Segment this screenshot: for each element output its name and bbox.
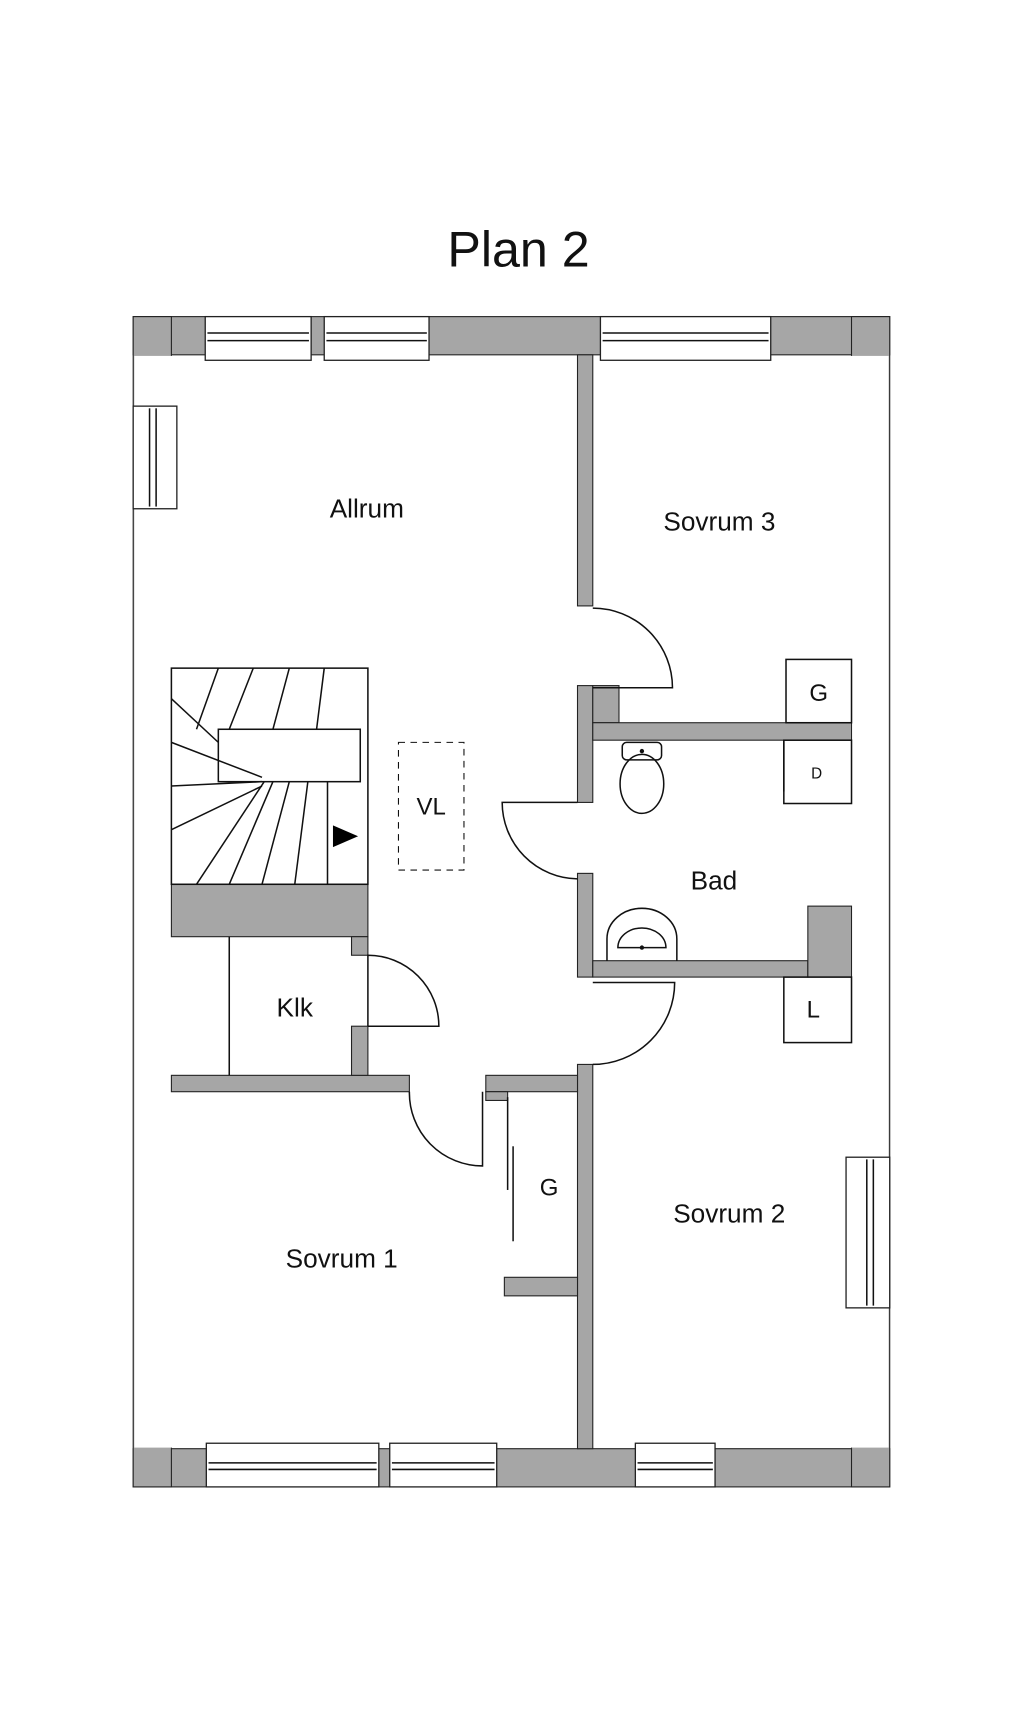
label-vl: VL [417,793,446,820]
label-bad: Bad [691,866,738,896]
plan-title: Plan 2 [447,221,589,277]
walls [132,316,891,1488]
label-sovrum2: Sovrum 2 [673,1199,785,1229]
door-bad [501,801,578,880]
door-sovrum2 [592,981,676,1066]
windows [132,315,891,1488]
label-klk: Klk [277,992,314,1022]
label-d: D [811,765,822,782]
door-klk [367,954,440,1027]
label-g-sovrum1: G [540,1174,559,1201]
room-labels: Allrum Sovrum 3 G D VL Bad Klk L G Sovru… [277,493,829,1273]
toilet-icon [619,741,665,815]
label-sovrum3: Sovrum 3 [663,507,775,537]
sink-icon [606,907,678,961]
stairs [170,667,369,886]
door-sovrum1 [408,1091,484,1167]
label-sovrum1: Sovrum 1 [286,1243,398,1273]
doors [367,607,676,1242]
fixtures [228,658,853,1076]
stair-arrow-icon [332,825,359,848]
label-l: L [807,996,820,1023]
label-allrum: Allrum [330,493,404,523]
door-sovrum3 [592,607,674,689]
closet-g [785,658,853,724]
closet-l [783,976,853,1044]
label-g-sovrum3: G [809,680,828,707]
